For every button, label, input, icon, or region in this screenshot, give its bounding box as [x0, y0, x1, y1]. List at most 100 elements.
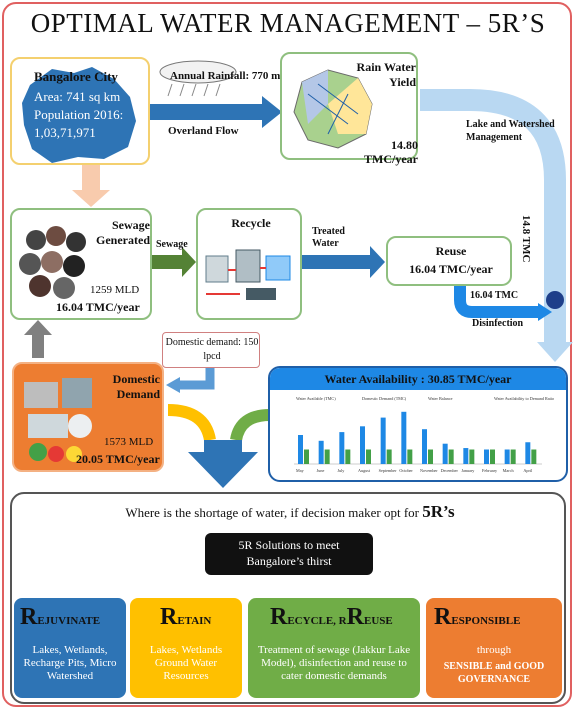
domestic-to-sewage-arrow	[24, 320, 52, 358]
question-text: Where is the shortage of water, if decis…	[125, 502, 455, 521]
bar	[531, 449, 537, 464]
bar	[504, 449, 510, 464]
bar	[298, 435, 303, 464]
crowd-icon	[19, 226, 86, 299]
water-availability-chart: Water Available (TMC) Domestic Demand (TM…	[294, 396, 554, 473]
solutions-line2: Bangalore’s thirst	[246, 554, 332, 568]
overland-flow-arrow	[150, 96, 282, 128]
solutions-line1: 5R Solutions to meet	[238, 538, 340, 552]
legend-item: Water Availability to Demand Ratio	[494, 396, 554, 401]
x-tick-label: February	[482, 468, 498, 473]
watershed-map-icon	[293, 69, 373, 149]
x-tick-label: December	[441, 468, 459, 473]
flow-node	[546, 291, 564, 309]
bar	[428, 449, 433, 464]
rejuvinate-rest: EJUVINATE	[37, 615, 101, 627]
sewage-box: Sewage Generated 1259 MLD 16.04 TMC/year	[10, 208, 152, 320]
disinfection-arrow	[454, 285, 540, 318]
legend-item: Water Balance	[428, 396, 453, 401]
x-tick-label: November	[420, 468, 438, 473]
domestic-title: Domestic Demand	[112, 372, 160, 401]
bar	[442, 443, 448, 464]
responsible-body1: through	[476, 644, 512, 656]
x-tick-label: June	[317, 468, 325, 473]
rejuvinate-body: Lakes, Wetlands, Recharge Pits, Micro Wa…	[23, 644, 117, 682]
yellow-merge-arrow	[167, 404, 216, 442]
sewage-arrow-label: Sewage	[156, 239, 188, 250]
treatment-plant-icon	[205, 249, 291, 300]
bar	[510, 449, 516, 464]
retain-rest: ETAIN	[177, 615, 212, 627]
responsible-body2: SENSIBLE and GOOD GOVERNANCE	[443, 661, 545, 685]
solutions-box: 5R Solutions to meet Bangalore’s thirst	[205, 533, 373, 575]
x-tick-label: April	[523, 468, 533, 473]
bar	[407, 449, 413, 464]
rain-cloud-icon	[158, 58, 288, 98]
reuse-rest: EUSE	[363, 615, 393, 627]
domestic-demand-callout: Domestic demand: 150 lpcd	[162, 332, 260, 368]
rainwater-title: Rain Water Yield	[356, 60, 416, 89]
bar	[490, 449, 495, 464]
city-map-icon	[22, 67, 136, 163]
x-tick-label: July	[337, 468, 345, 473]
sewage-arrow	[152, 247, 196, 277]
reuse-cap: R	[346, 604, 364, 630]
domestic-box: Domestic Demand 1573 MLD 20.05 TMC/year	[12, 362, 164, 472]
reuse-value: 16.04 TMC/year	[409, 262, 493, 276]
bar	[366, 449, 371, 464]
x-tick-label: March	[503, 468, 515, 473]
rainfall-label: Annual Rainfall: 770 mm	[170, 70, 290, 82]
recycle-title: Recycle	[231, 216, 271, 230]
bar	[484, 449, 489, 464]
bar	[304, 449, 309, 464]
domestic-mld: 1573 MLD	[104, 436, 154, 448]
city-area: Area: 741 sq km	[34, 89, 121, 104]
bar	[469, 449, 475, 464]
recycle-reuse-body: Treatment of sewage (Jakkur Lake Model),…	[257, 644, 411, 682]
bar	[422, 429, 427, 464]
recycle-box: Recycle	[196, 208, 302, 320]
x-tick-label: May	[296, 468, 305, 473]
city-population: 1,03,71,971	[34, 125, 96, 140]
x-tick-label: August	[358, 468, 371, 473]
bar	[380, 417, 386, 464]
retain-body: Lakes, Wetlands Ground Water Resources	[149, 644, 223, 682]
side-flow-label: 14.8 TMC	[520, 215, 532, 263]
down-arrow	[188, 440, 258, 488]
rejuvinate-box: REJUVINATE Lakes, Wetlands, Recharge Pit…	[14, 598, 126, 698]
bar	[463, 448, 469, 464]
city-to-sewage-arrow	[72, 165, 110, 207]
bar	[448, 449, 454, 464]
question-bold: 5R’s	[422, 502, 455, 521]
bar	[339, 432, 345, 464]
legend-item: Water Available (TMC)	[296, 396, 336, 401]
city-population-label: Population 2016:	[34, 107, 124, 122]
bar	[345, 449, 351, 464]
reuse-tmc-label: 16.04 TMC	[470, 290, 519, 301]
treated-water-label: Treated Water	[312, 226, 345, 249]
household-items-icon	[24, 378, 92, 462]
recycle-reuse-box: RECYCLE, RREUSE Treatment of sewage (Jak…	[248, 598, 420, 698]
bar	[318, 440, 324, 464]
lake-flow-arrowhead	[537, 342, 573, 362]
water-availability-title: Water Availability : 30.85 TMC/year	[324, 372, 512, 386]
reuse-title: Reuse	[435, 244, 467, 258]
overland-flow-label: Overland Flow	[168, 125, 239, 137]
treated-water-arrow	[302, 246, 385, 278]
city-box: Bangalore City Area: 741 sq km Populatio…	[10, 57, 150, 165]
x-tick-label: September	[379, 468, 398, 473]
disinfection-label: Disinfection	[472, 318, 524, 329]
responsible-box: RESPONSIBLE through SENSIBLE and GOOD GO…	[426, 598, 562, 698]
lake-management-label: Lake and Watershed Management	[466, 119, 555, 143]
responsible-rest: ESPONSIBLE	[451, 615, 521, 627]
x-tick-label: October	[399, 468, 413, 473]
reuse-box: Reuse 16.04 TMC/year	[386, 236, 512, 286]
responsible-cap: R	[434, 604, 452, 630]
bar	[324, 449, 330, 464]
sewage-title: Sewage Generated	[96, 218, 150, 247]
legend-item: Domestic Demand (TMC)	[362, 396, 407, 401]
city-name: Bangalore City	[34, 69, 118, 84]
rejuvinate-cap: R	[20, 604, 38, 630]
bar	[386, 449, 392, 464]
bar	[360, 426, 365, 464]
